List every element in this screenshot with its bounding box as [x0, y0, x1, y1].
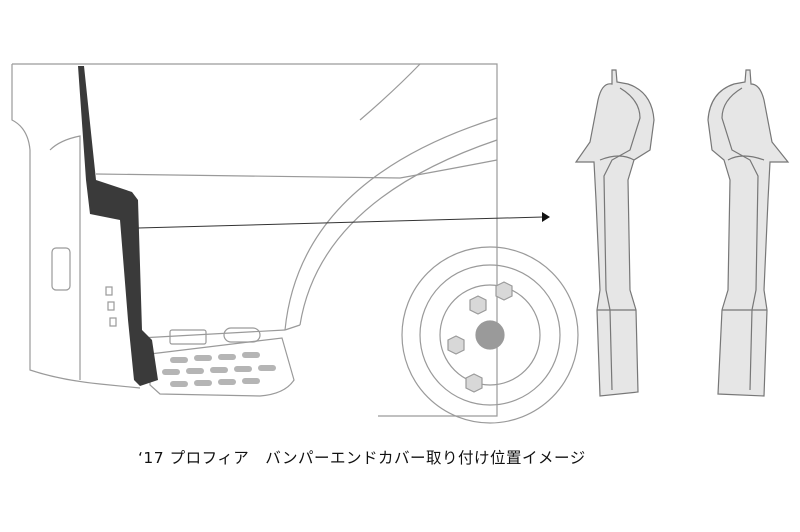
wheel-tire — [401, 246, 579, 424]
wheel-nuts — [447, 281, 513, 393]
wheel-rim — [419, 264, 561, 406]
fog-lamp — [51, 247, 71, 291]
hood-crease — [95, 159, 498, 179]
cab-outline — [12, 63, 498, 417]
bumper-lower — [29, 210, 141, 389]
step-vents — [162, 352, 276, 387]
arrow-right-icon — [137, 212, 550, 229]
truck-front-corner-illustration — [11, 63, 579, 424]
fender-arch-lip — [284, 324, 301, 331]
marker-light-1 — [105, 286, 113, 296]
step-upper-slot — [169, 329, 207, 345]
step-upper-slot-2 — [223, 327, 261, 343]
fender-arch-outer — [284, 117, 498, 331]
side-panel-line — [359, 63, 421, 121]
wheel-hub — [439, 284, 541, 386]
bumper-inner — [49, 135, 81, 380]
bumper-end-cover-part-right — [707, 69, 790, 397]
fender-arch-inner — [299, 139, 498, 326]
step-panel — [149, 337, 295, 397]
cab-front-edge — [11, 64, 31, 210]
marker-light-2 — [107, 301, 115, 311]
bumper-face — [139, 329, 286, 339]
bumper-end-cover-highlight — [78, 66, 158, 386]
wheel-center — [475, 320, 505, 350]
caption: ‘17 プロフィア バンパーエンドカバー取り付け位置イメージ — [138, 449, 586, 467]
bumper-end-cover-part-left — [574, 69, 655, 397]
marker-light-3 — [109, 317, 117, 327]
